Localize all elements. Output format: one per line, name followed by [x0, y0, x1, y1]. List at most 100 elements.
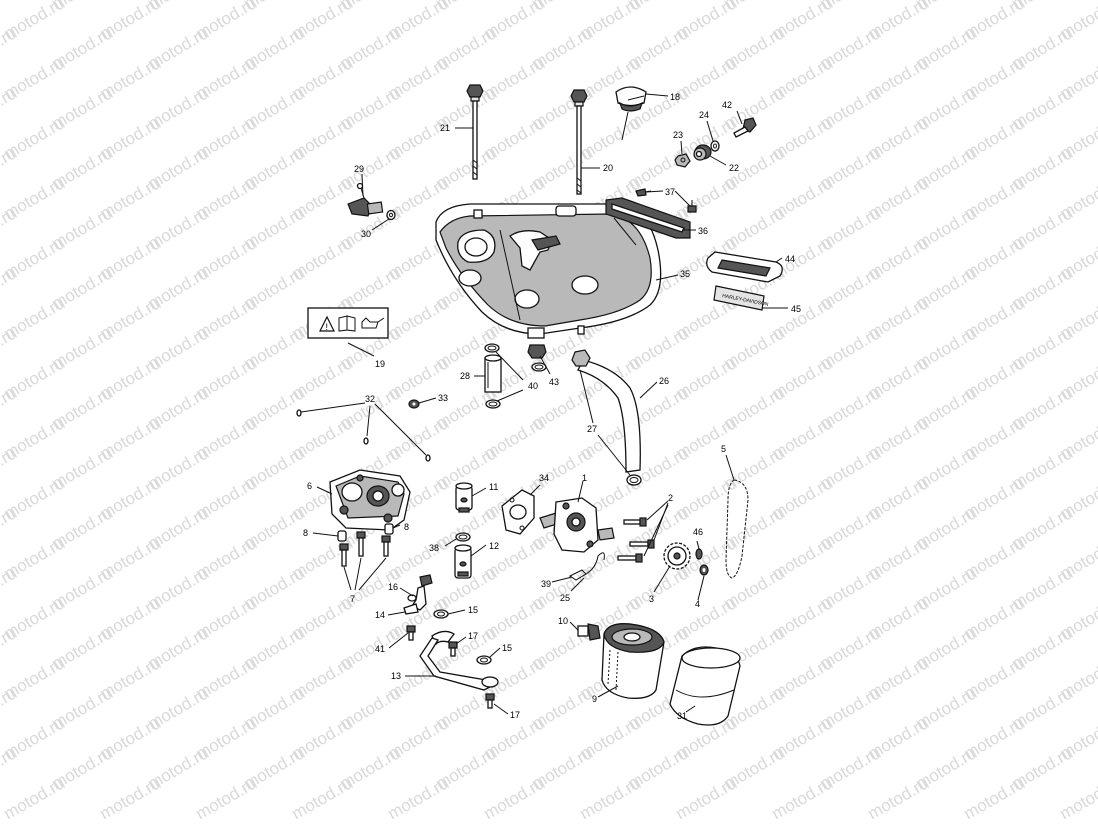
- callout-labels: 1 2 3 4 5 6 7 8 8 9 10 11 12 13 14 15 15…: [303, 92, 801, 721]
- watermark-text: motod.ru: [385, 773, 453, 823]
- oil-filter-9: [601, 623, 665, 699]
- bolt-7a: [339, 543, 349, 567]
- callout-45: 45: [791, 304, 801, 314]
- callout-26: 26: [659, 376, 669, 386]
- callout-20: 20: [603, 163, 613, 173]
- watermark-text: motod.ru: [481, 773, 549, 823]
- callout-22: 22: [729, 163, 739, 173]
- callout-15b: 15: [502, 643, 512, 653]
- callout-36: 36: [698, 226, 708, 236]
- clamp-40b: [485, 399, 501, 409]
- oil-pump-6: [329, 469, 411, 531]
- callout-6: 6: [307, 481, 312, 491]
- callout-2: 2: [668, 493, 673, 503]
- callout-44: 44: [785, 254, 795, 264]
- callout-7: 7: [350, 594, 355, 604]
- callout-23: 23: [673, 130, 683, 140]
- part-drawings: HARLEY-DAVIDSON !: [296, 84, 783, 726]
- callout-14: 14: [375, 610, 385, 620]
- callout-42: 42: [722, 100, 732, 110]
- watermark-text: motod.ru: [1, 773, 69, 823]
- callout-25: 25: [560, 593, 570, 603]
- trim-44: [706, 251, 783, 283]
- screw-17b: [485, 693, 495, 709]
- decal-45: HARLEY-DAVIDSON: [713, 285, 769, 311]
- oil-filter-31: [669, 646, 741, 726]
- watermark-text: motod.ru: [961, 773, 1029, 823]
- oil-line-13: [419, 630, 499, 691]
- callout-13: 13: [391, 671, 401, 681]
- callout-34: 34: [539, 473, 549, 483]
- watermark-text: motod.ru: [865, 773, 933, 823]
- gasket-34: [501, 489, 535, 535]
- pin-8a: [337, 530, 347, 542]
- oil-tank-35: [435, 203, 662, 339]
- filler-cap-18: [615, 86, 647, 141]
- clamp-43b: [531, 362, 547, 372]
- callout-41: 41: [375, 644, 385, 654]
- coupling-11: [455, 482, 473, 513]
- callout-35: 35: [680, 269, 690, 279]
- o-rings-32: [296, 409, 431, 462]
- sprocket-3: [663, 542, 691, 570]
- screw-37b: [687, 200, 697, 213]
- svg-text:!: !: [326, 322, 329, 332]
- pin-8b: [384, 523, 394, 535]
- leader-lines: [300, 93, 788, 715]
- washer-46: [695, 548, 703, 560]
- callout-43: 43: [549, 377, 559, 387]
- callout-11: 11: [489, 482, 498, 492]
- callout-37: 37: [665, 187, 675, 197]
- watermark-text: motod.ru: [0, 0, 20, 13]
- manual-book-icon: [338, 315, 356, 332]
- washer-30: [386, 209, 396, 221]
- callout-19: 19: [375, 359, 385, 369]
- callout-17b: 17: [510, 710, 520, 720]
- watermark-text: motod.ru: [769, 773, 837, 823]
- clamp-14: [403, 603, 419, 615]
- spring-25: [585, 552, 605, 575]
- watermark-text: motod.ru: [97, 773, 165, 823]
- bolt-7c: [381, 535, 391, 557]
- callout-3: 3: [649, 594, 654, 604]
- callout-28: 28: [460, 371, 470, 381]
- bolt-7b: [356, 531, 366, 557]
- screw-17a: [448, 641, 458, 657]
- nut-4: [699, 564, 709, 576]
- hose-28: [484, 354, 502, 393]
- callout-30: 30: [361, 229, 371, 239]
- nut-23: [674, 153, 691, 168]
- callout-4: 4: [695, 599, 700, 609]
- bolt-21: [466, 84, 484, 180]
- callout-8b: 8: [404, 522, 409, 532]
- coupling-12: [454, 544, 472, 579]
- callout-9: 9: [592, 694, 597, 704]
- callout-31: 31: [677, 711, 687, 721]
- callout-17a: 17: [468, 631, 478, 641]
- watermark-text: motod.ru: [577, 773, 645, 823]
- watermark-text: motod.ru: [289, 773, 357, 823]
- o-ring-38: [455, 532, 471, 542]
- washer-15b: [476, 655, 492, 665]
- grommet-22: [693, 144, 712, 161]
- breather-1: [539, 497, 615, 553]
- washer-15a: [433, 609, 449, 619]
- callout-29: 29: [354, 164, 364, 174]
- callout-38: 38: [429, 543, 439, 553]
- hose-26: [571, 349, 641, 473]
- callout-5: 5: [721, 444, 726, 454]
- clamp-40a: [484, 343, 500, 353]
- screw-41: [406, 625, 416, 641]
- washer-24: [710, 140, 720, 152]
- warning-label-19: !: [307, 307, 389, 339]
- fitting-10: [577, 623, 601, 641]
- callout-46: 46: [693, 527, 703, 537]
- watermark-text: motod.ru: [673, 773, 741, 823]
- callout-8a: 8: [303, 528, 308, 538]
- clamp-27: [626, 474, 642, 486]
- watermark-text: motod.ru: [193, 773, 261, 823]
- callout-40: 40: [528, 381, 538, 391]
- callout-16: 16: [388, 582, 398, 592]
